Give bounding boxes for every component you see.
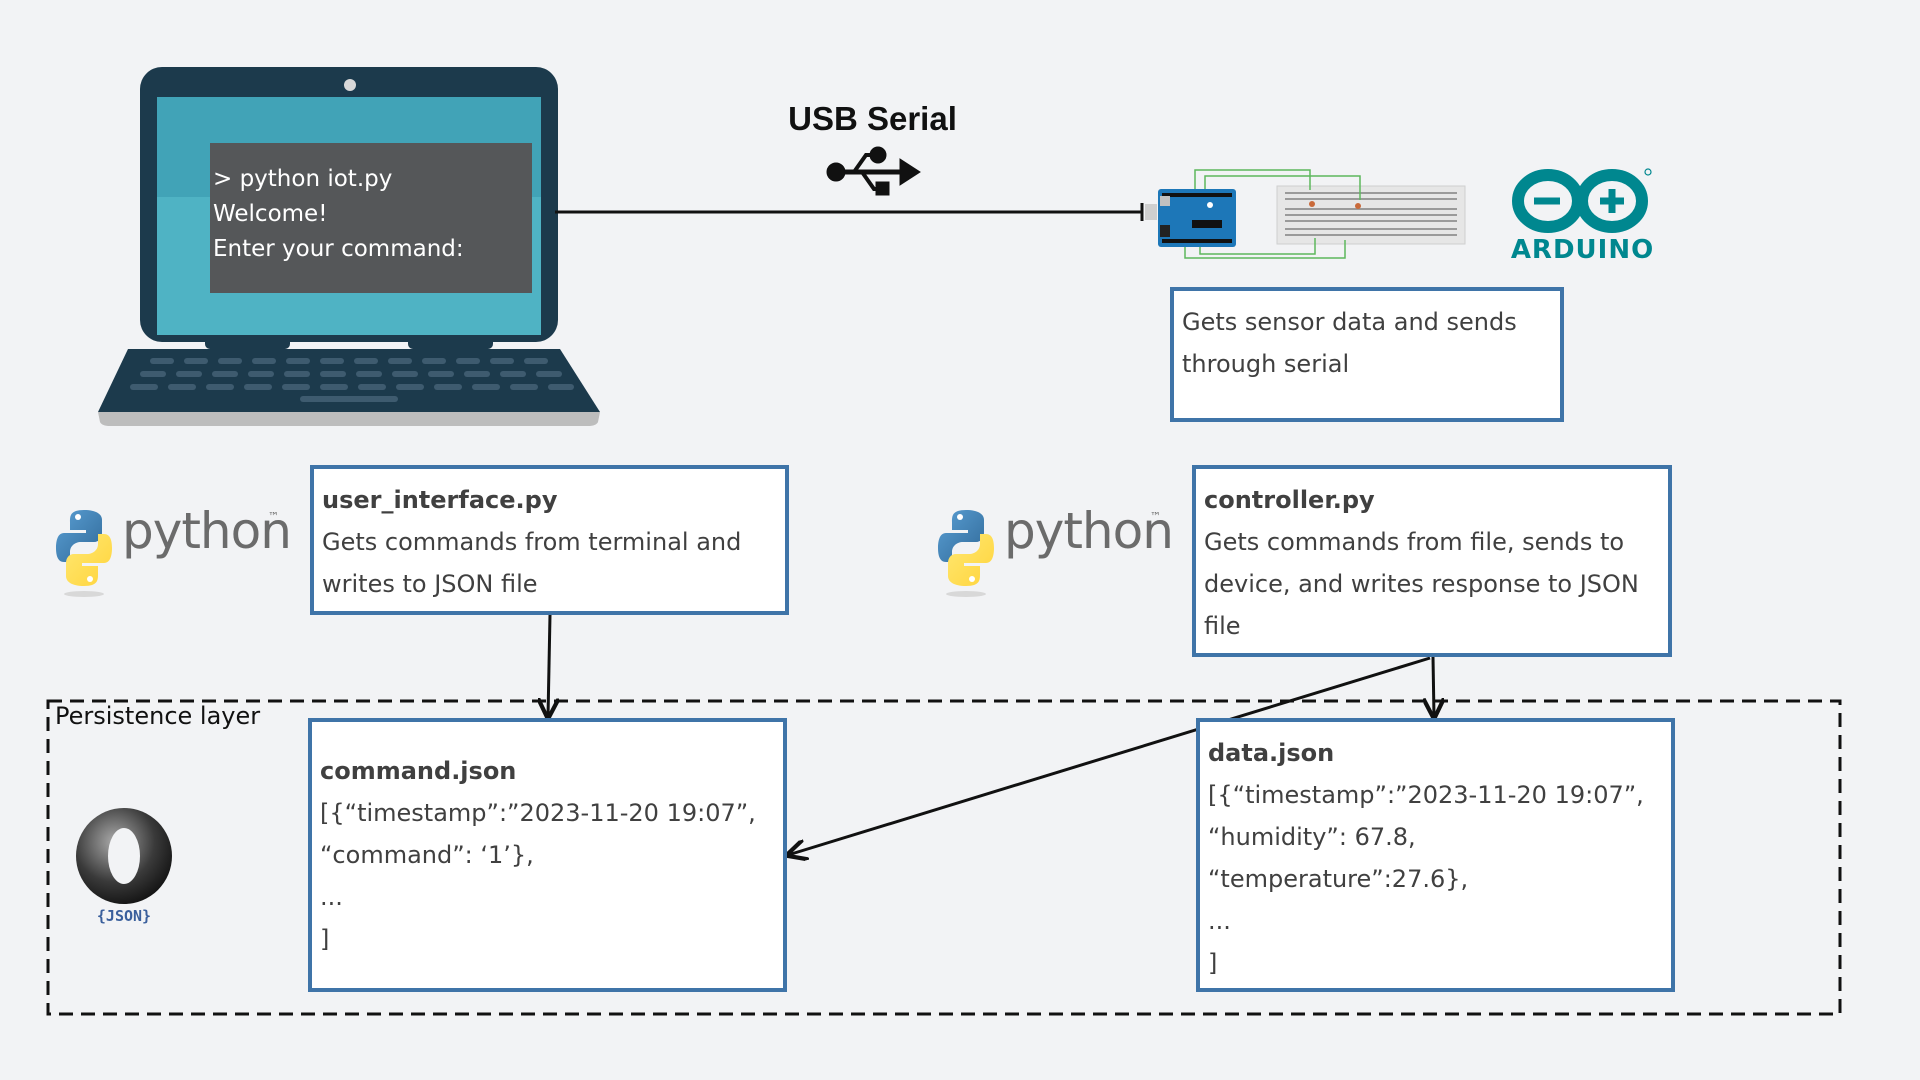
arrow-controller-to-command [788,656,1431,855]
python-logo-text-left: python [122,502,292,560]
arduino-logo [1512,168,1652,233]
user-interface-line: writes to JSON file [322,570,538,598]
data-json-line: [{“timestamp”:”2023-11-20 19:07”, [1208,781,1644,809]
terminal-line: Enter your command: [213,236,464,262]
persistence-layer-boundary [46,699,1842,1016]
command-json-box: command.json [{“timestamp”:”2023-11-20 1… [308,718,787,992]
arduino-board-illustration [1145,169,1466,259]
arduino-description-box: Gets sensor data and sends through seria… [1170,287,1564,422]
command-json-line: ] [320,925,330,953]
usb-serial-title: USB Serial [788,100,957,137]
data-json-title: data.json [1208,739,1335,767]
arduino-logo-text: ARDUINO [1510,235,1655,265]
data-json-line: ] [1208,949,1218,977]
terminal-line: Welcome! [213,201,328,227]
python-logo-left [56,510,112,597]
command-json-line: ... [320,883,343,911]
arrow-ui-to-command [548,614,550,717]
arduino-desc-line: through serial [1182,350,1350,378]
controller-line: file [1204,612,1241,640]
json-logo [76,808,172,904]
command-json-line: [{“timestamp”:”2023-11-20 19:07”, [320,799,756,827]
json-logo-text: {JSON} [96,907,152,925]
command-json-title: command.json [320,757,517,785]
python-tm-left: ™ [268,510,279,523]
python-tm-right: ™ [1150,510,1161,523]
arrow-controller-to-data [1433,656,1434,717]
terminal-line: > python iot.py [213,166,393,192]
user-interface-title: user_interface.py [322,486,558,514]
data-json-line: ... [1208,907,1231,935]
python-logo-text-right: python [1004,502,1174,560]
arduino-desc-line: Gets sensor data and sends [1182,308,1517,336]
python-logo-right [938,510,994,597]
controller-title: controller.py [1204,486,1375,514]
user-interface-box: user_interface.py Gets commands from ter… [310,465,789,615]
command-json-line: “command”: ‘1’}, [320,841,534,869]
controller-box: controller.py Gets commands from file, s… [1192,465,1672,657]
data-json-line: “temperature”:27.6}, [1208,865,1469,893]
controller-line: Gets commands from file, sends to [1204,528,1625,556]
user-interface-line: Gets commands from terminal and [322,528,742,556]
data-json-line: “humidity”: 67.8, [1208,823,1416,851]
controller-line: device, and writes response to JSON [1204,570,1639,598]
persistence-layer-label: Persistence layer [55,702,261,730]
usb-icon [826,146,921,196]
terminal-window: > python iot.py Welcome! Enter your comm… [210,143,532,293]
data-json-box: data.json [{“timestamp”:”2023-11-20 19:0… [1196,718,1675,992]
